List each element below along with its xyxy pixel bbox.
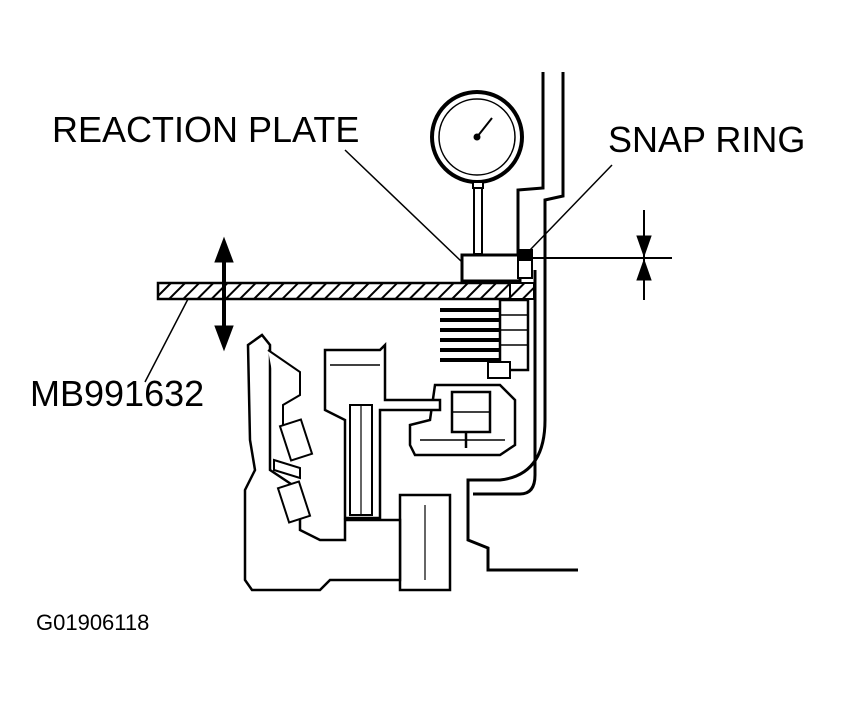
snap-ring [517,249,533,279]
vertical-double-arrow [214,236,234,352]
tool-mb991632 [156,281,535,301]
reaction-plate [460,253,522,283]
bearing-rollers [273,418,314,524]
case-wall [466,72,578,572]
clutch-pack [440,298,530,379]
dial-indicator [430,90,524,255]
piston-assembly [408,383,517,457]
clearance-dimension [532,210,672,300]
leader-lines [144,149,613,383]
tool-label: MB991632 [30,373,205,414]
leader-reaction-plate [344,149,463,263]
carrier-housing [243,333,402,592]
leader-snap-ring [529,164,613,251]
shaft-hub [323,341,452,592]
snap-ring-label: SNAP RING [608,119,806,160]
figure-id-label: G01906118 [36,610,150,635]
reaction-plate-label: REACTION PLATE [52,109,360,150]
leader-tool [144,298,189,383]
